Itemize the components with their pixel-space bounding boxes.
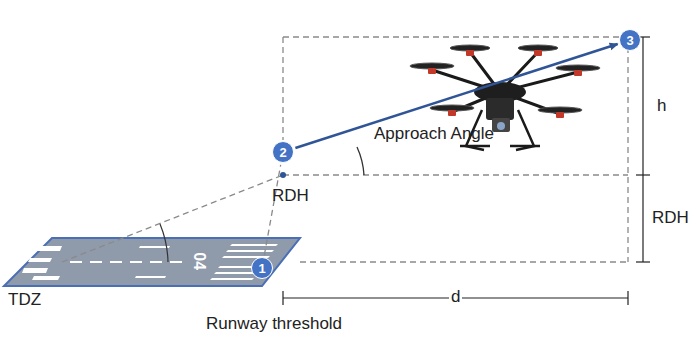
dashed-connector [264,165,280,255]
angle-arc [357,147,364,175]
annotation-label: h [655,96,668,116]
construction-lines [62,37,628,262]
annotation-label: Runway threshold [206,314,342,334]
annotation-label: RDH [650,208,691,228]
callout-number: 1 [258,262,265,275]
annotation-label: RDH [272,186,309,206]
annotation-label: Approach Angle [374,124,494,144]
approach-path-arrow [295,44,617,148]
annotation-label: d [449,287,462,307]
dimension-lines [283,37,650,305]
runway-markings [22,244,278,280]
callout-circle: 3 [619,29,641,51]
callout-number: 3 [626,34,633,47]
callout-number: 2 [279,146,286,159]
angle-arc [160,224,168,262]
runway [4,238,300,286]
callout-circle: 1 [251,257,273,279]
callout-circle: 2 [272,141,294,163]
annotation-label: 04 [190,252,208,270]
annotation-label: TDZ [8,290,41,310]
